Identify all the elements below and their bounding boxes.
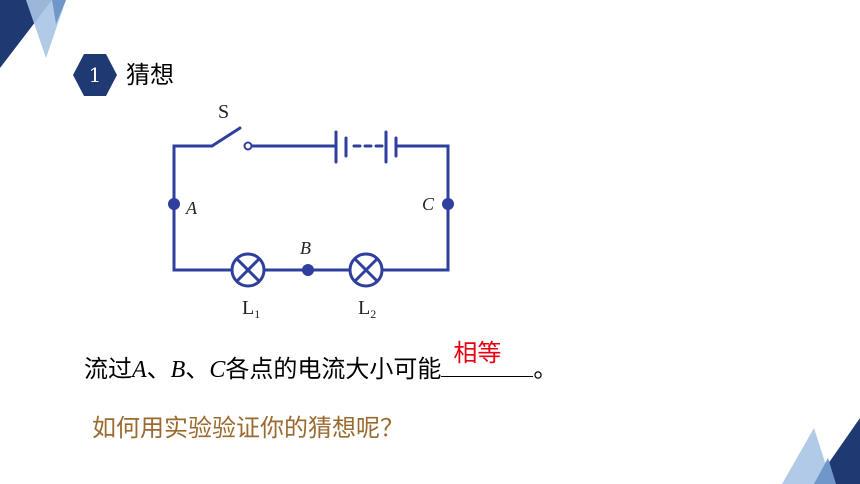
section-title: 猜想 (126, 61, 174, 89)
switch-pivot (243, 141, 253, 151)
answer-blank: 相等 (441, 339, 534, 377)
experiment-prompt: 如何用实验验证你的猜想呢？ (92, 414, 404, 442)
point-a-label: A (185, 198, 198, 218)
wire-top-left (172, 144, 234, 272)
section-number-badge: 1 (72, 52, 118, 98)
question-text: 流过A、B、C各点的电流大小可能相等。 (84, 339, 558, 383)
corner-decoration-bottom-right (782, 418, 860, 484)
answer-text: 相等 (453, 339, 502, 367)
wire-top-right (382, 144, 450, 272)
lamp-l2-label: L2 (358, 297, 376, 321)
point-c-label: C (422, 194, 435, 214)
corner-decoration-top-left (0, 0, 66, 68)
lamp-l2-icon (348, 252, 384, 288)
lamp-l1-icon (230, 252, 266, 288)
section-number: 1 (88, 63, 102, 87)
switch-label: S (218, 101, 229, 123)
hexagon-icon (73, 54, 117, 96)
switch-blade (210, 126, 242, 148)
lamp-l1-label: L1 (242, 297, 260, 321)
point-a-dot (168, 198, 180, 210)
point-c-dot (442, 198, 454, 210)
point-b-label: B (300, 238, 311, 258)
series-circuit-diagram: S A B C L1 L2 (168, 101, 454, 321)
point-b-dot (302, 264, 314, 276)
